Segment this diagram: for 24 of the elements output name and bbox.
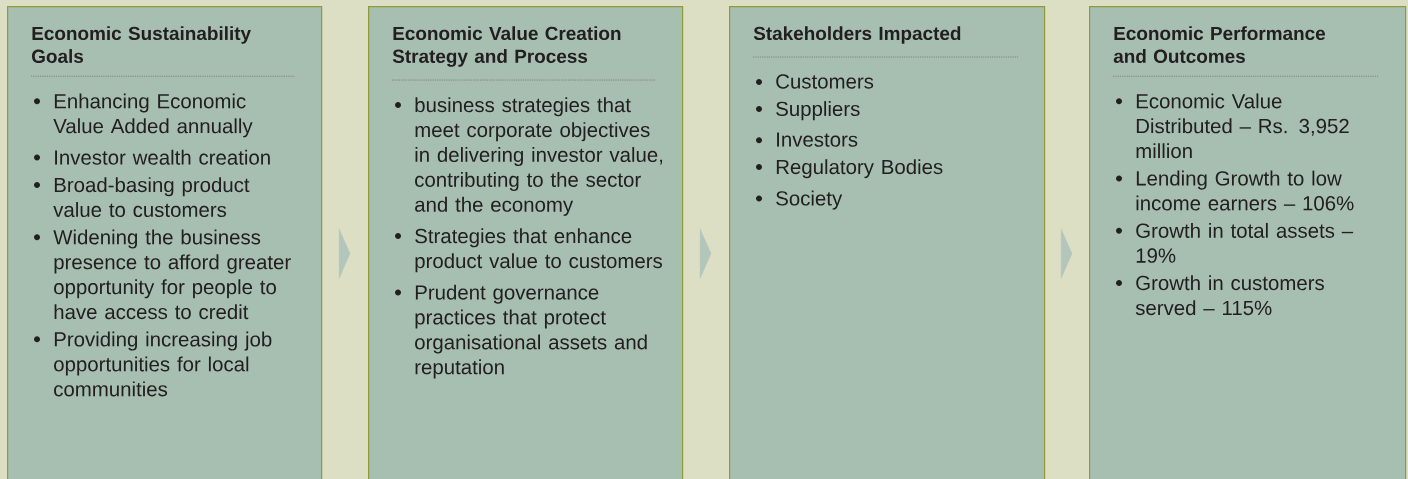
- bullet-item: Suppliers: [776, 101, 860, 121]
- bullet-item: Growth in total assets – 19%: [1136, 222, 1354, 263]
- panel-heading: Economic Sustainability Goals: [32, 26, 251, 63]
- bullet-item: Society: [776, 190, 843, 210]
- bullet-item: Providing increasing job opportunities for local communities: [54, 331, 272, 397]
- bullet-item: business strategies that meet corporate objectives in delivering investor value, contributing to the sector and the economy: [415, 97, 663, 216]
- chevron-arrow: [339, 228, 351, 279]
- bullet-item: Customers: [776, 74, 874, 89]
- bullet-item: Broad-basing product value to customers: [53, 177, 250, 218]
- bullet-item: Growth in customers served – 115%: [1135, 275, 1324, 316]
- bullet-item: Enhancing Economic Value Added annually: [53, 93, 253, 138]
- panel-heading: Economic Performance and Outcomes: [1113, 26, 1326, 63]
- chevron-arrow: [1061, 228, 1073, 279]
- panel-heading: Economic Value Creation Strategy and Process: [392, 26, 621, 67]
- bullet-item: Investor wealth creation: [55, 149, 270, 165]
- bullet-item: Widening the business presence to afford greater opportunity for people to have access to credit: [53, 229, 291, 320]
- bullet-item: Lending Growth to low income earners – 106%: [1136, 170, 1354, 211]
- bullet-item: Prudent governance practices that protect organisational assets and reputation: [415, 284, 647, 379]
- bullet-item: Economic Value Distributed – Rs. 3,952 million: [1136, 93, 1349, 159]
- chevron-arrow: [700, 228, 712, 279]
- bullet-item: Strategies that enhance product value to customers: [415, 228, 662, 273]
- bullet-item: Regulatory Bodies: [776, 159, 943, 179]
- panel-heading: Stakeholders Impacted: [753, 26, 961, 44]
- bullet-item: Investors: [777, 132, 858, 147]
